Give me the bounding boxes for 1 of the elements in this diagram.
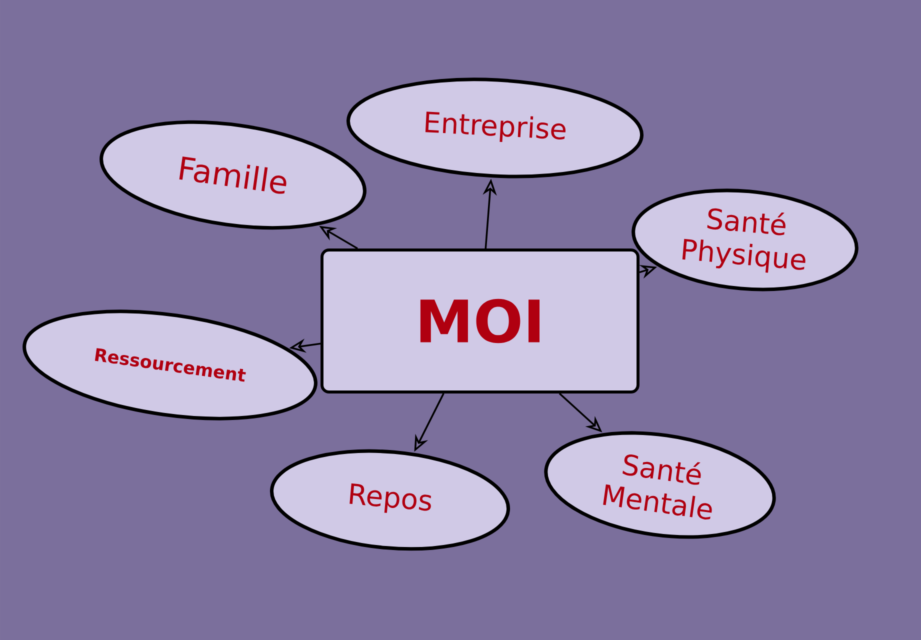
center-box: MOI (320, 248, 640, 394)
